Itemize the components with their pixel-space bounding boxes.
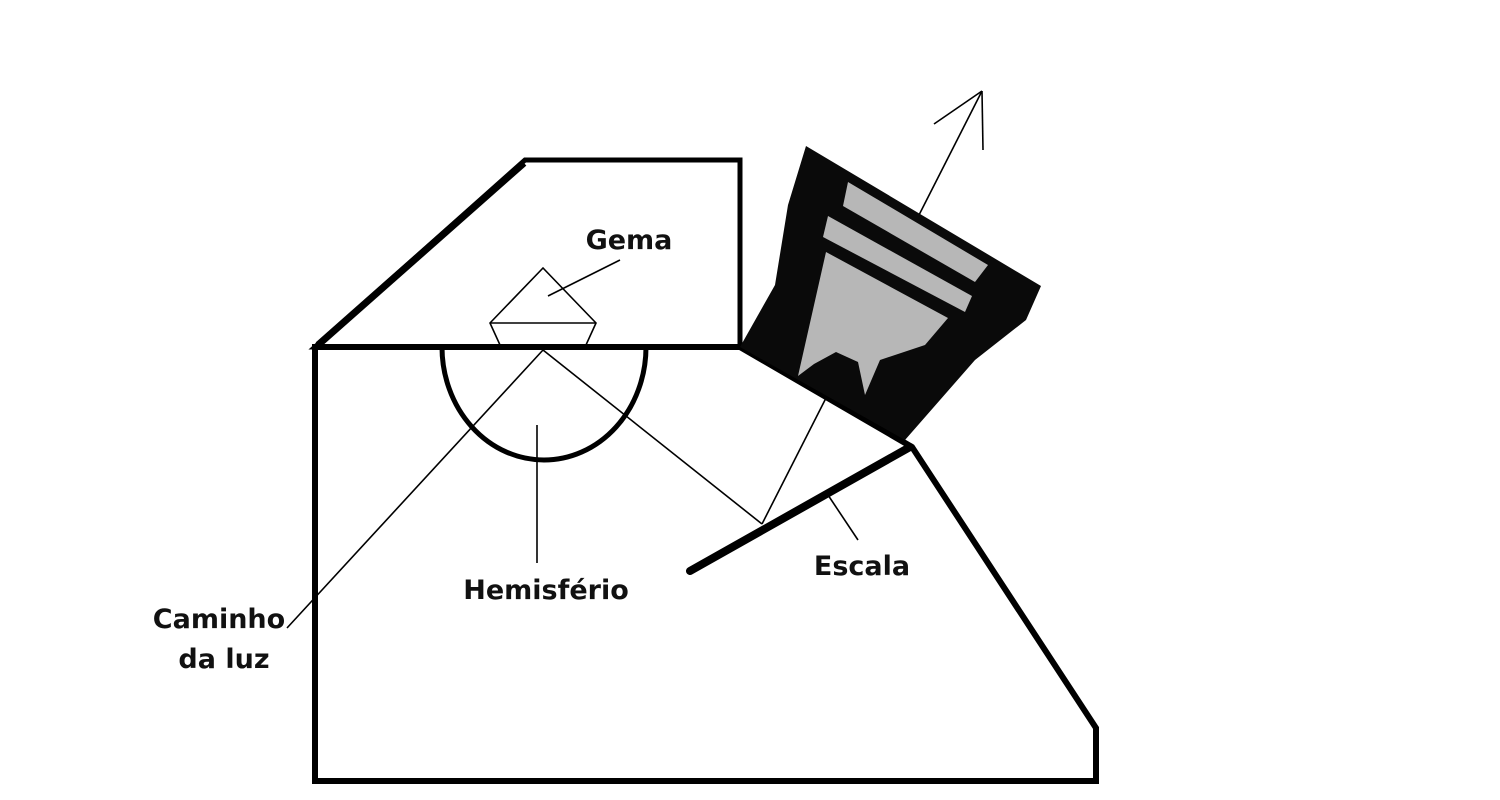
label-hemisphere: Hemisfério bbox=[463, 575, 629, 606]
hemisphere-shape bbox=[439, 346, 649, 463]
eyepiece-highlight-top bbox=[843, 182, 988, 282]
gem-shape bbox=[489, 266, 597, 346]
arrow-head-left bbox=[933, 90, 983, 125]
arrow-head-right bbox=[981, 90, 984, 151]
scale-mirror bbox=[686, 443, 914, 575]
label-light-path-line1: Caminho bbox=[153, 604, 285, 635]
leader-gem bbox=[547, 259, 621, 297]
eyepiece-highlight-middle bbox=[823, 216, 972, 312]
eyepiece bbox=[740, 146, 1041, 440]
light-ray-reflected bbox=[542, 349, 763, 525]
label-light-path-line2: da luz bbox=[178, 644, 269, 675]
label-gem: Gema bbox=[586, 225, 673, 256]
label-scale: Escala bbox=[814, 551, 910, 582]
leader-scale bbox=[827, 494, 859, 541]
cover-edge-thick bbox=[315, 160, 527, 348]
light-ray-incident bbox=[286, 349, 544, 629]
eyepiece-highlight-lower bbox=[798, 252, 948, 395]
gem-cover-lid bbox=[308, 157, 743, 350]
